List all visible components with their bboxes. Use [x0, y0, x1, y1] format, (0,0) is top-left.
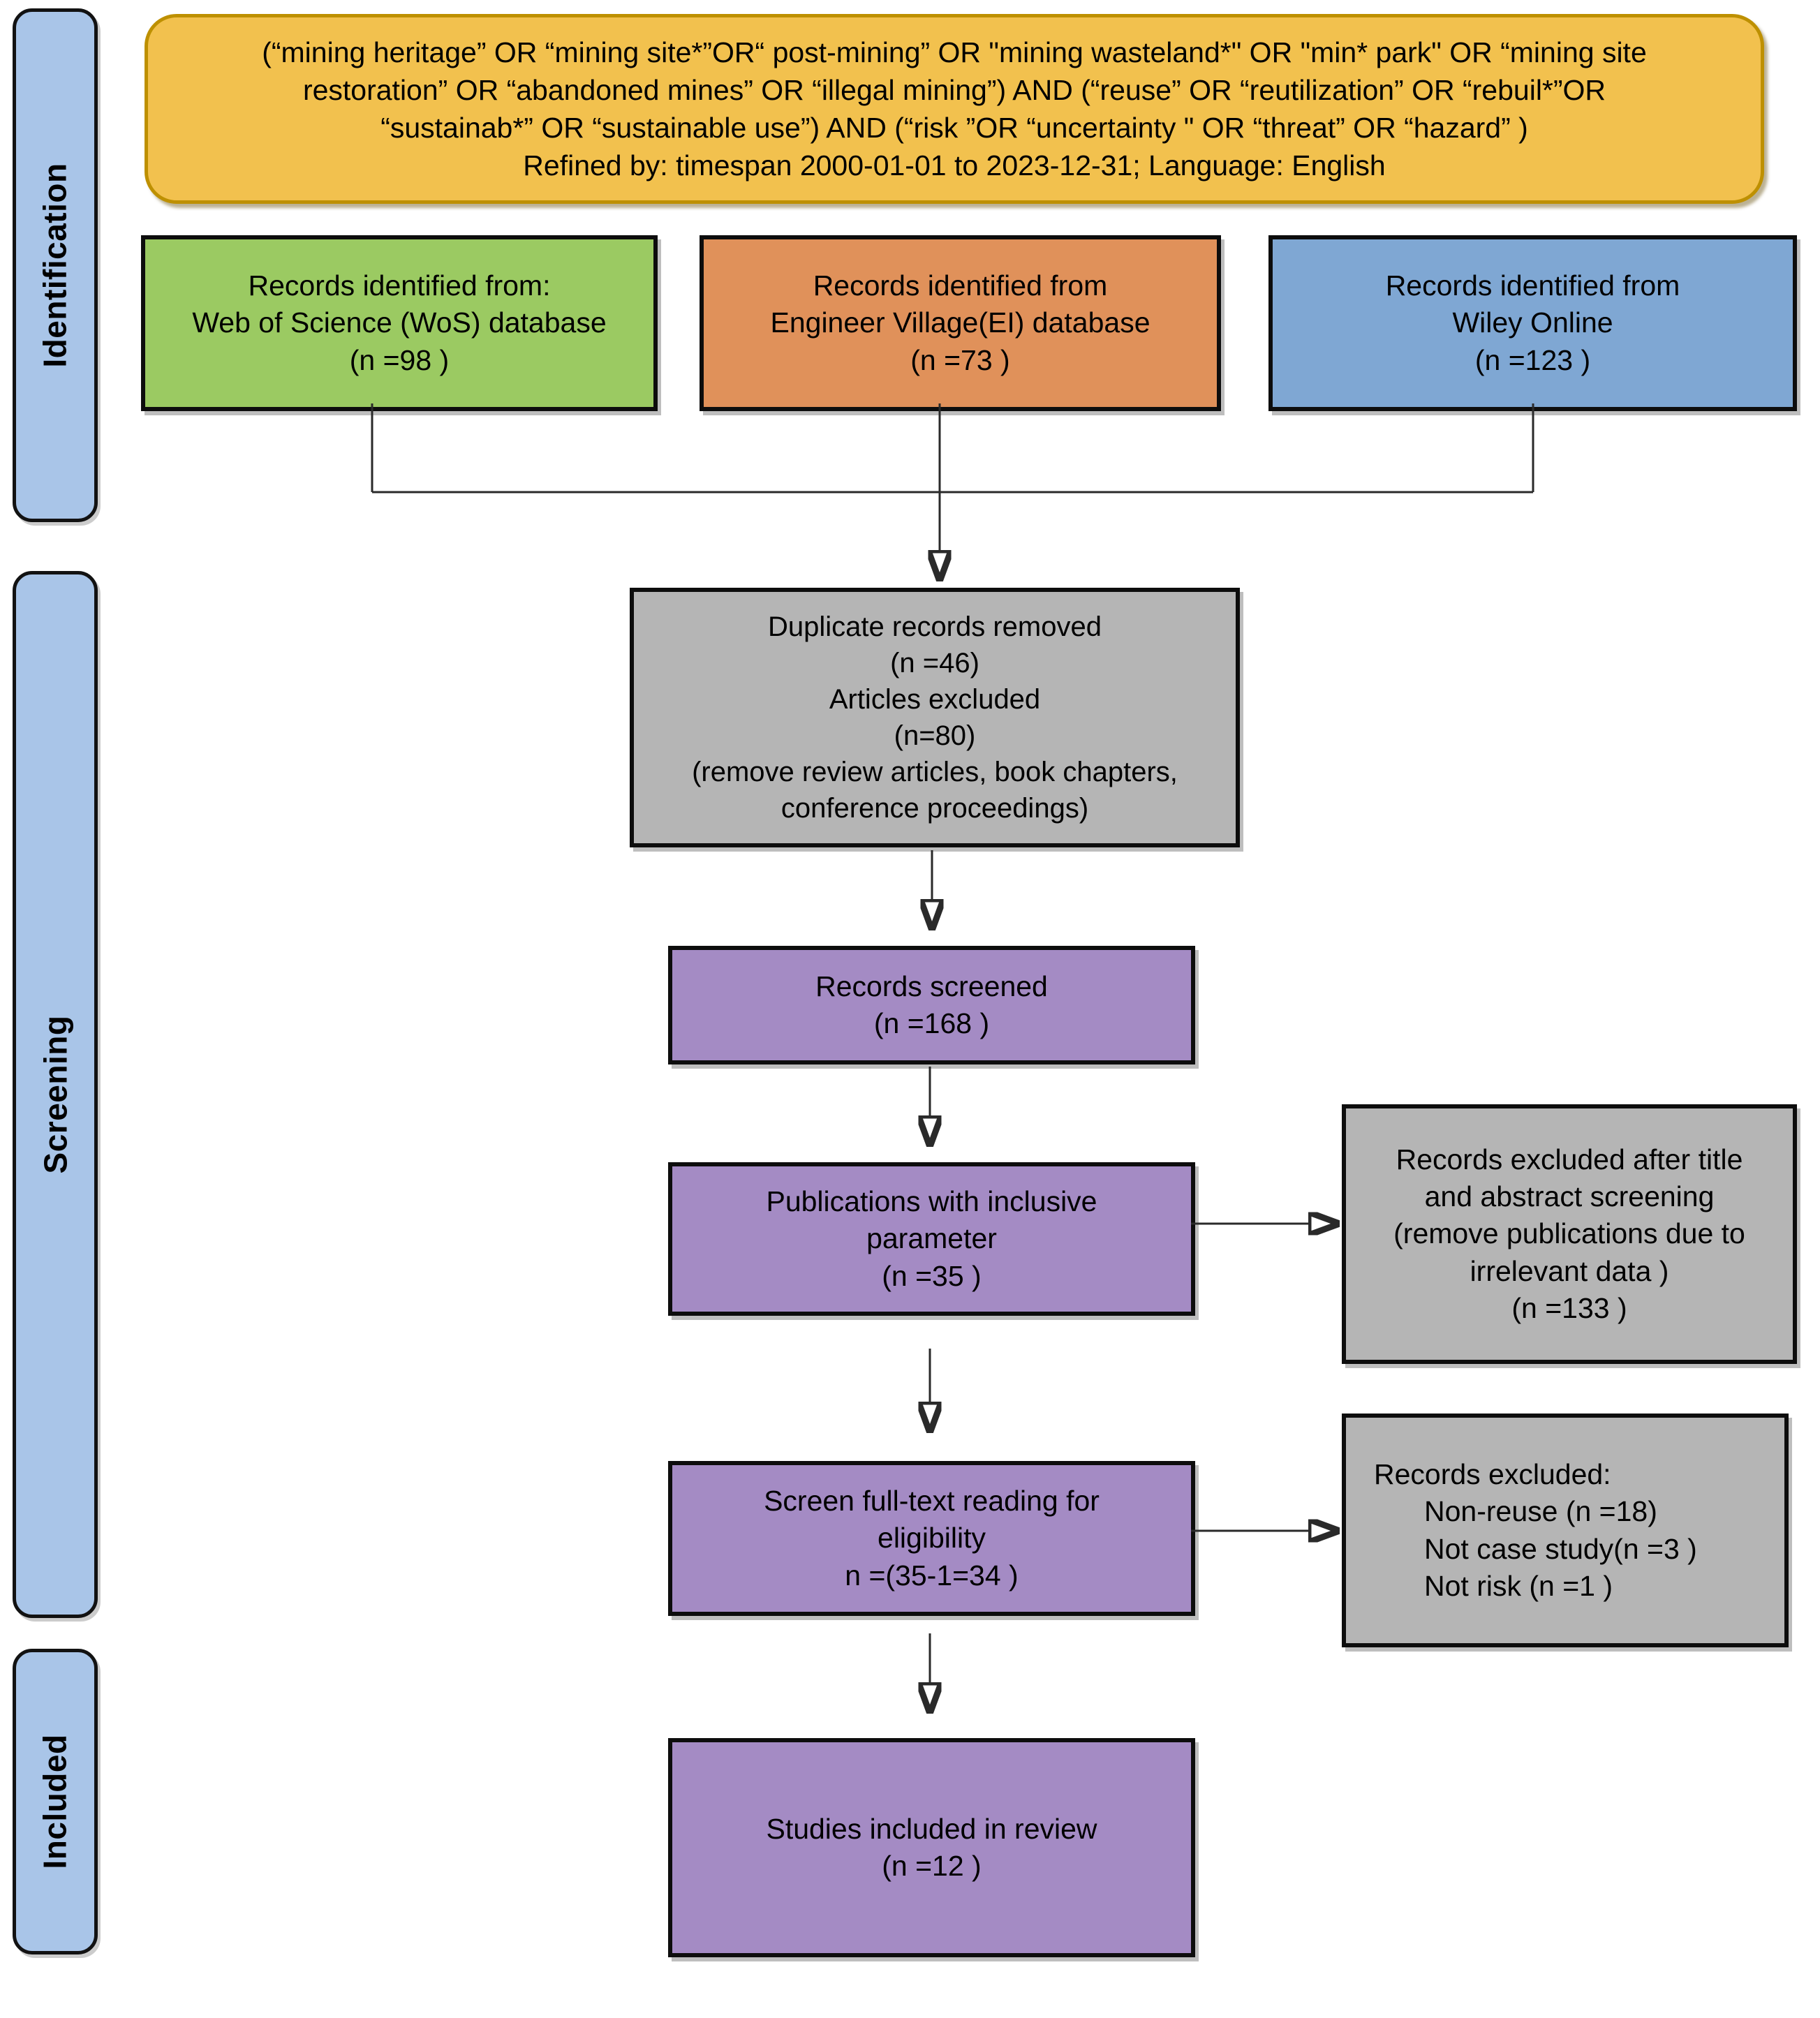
box-line: eligibility — [878, 1522, 986, 1555]
box-line: (n =73 ) — [910, 343, 1010, 376]
stage-label-identification: Identification — [37, 163, 74, 368]
stage-bar-identification: Identification — [13, 8, 98, 522]
box-line: (n=80) — [894, 720, 976, 751]
box-line: Non-reuse (n =18) — [1424, 1495, 1657, 1528]
box-line: (remove publications due to — [1393, 1217, 1745, 1250]
excluded-fulltext-box: Records excluded: Non-reuse (n =18) Not … — [1342, 1414, 1789, 1647]
box-line: (n =35 ) — [882, 1259, 982, 1292]
box-line: Engineer Village(EI) database — [770, 306, 1151, 339]
box-line: Publications with inclusive — [766, 1185, 1097, 1218]
box-line: Records identified from — [813, 269, 1108, 302]
records-screened-box: Records screened (n =168 ) — [668, 946, 1195, 1064]
stage-bar-screening: Screening — [13, 571, 98, 1618]
box-line: Studies included in review — [766, 1812, 1097, 1845]
box-line: Not risk (n =1 ) — [1424, 1569, 1613, 1602]
duplicates-removed-box: Duplicate records removed (n =46) Articl… — [630, 588, 1240, 847]
box-line: Records excluded after title — [1396, 1143, 1743, 1175]
box-line: (n =12 ) — [882, 1850, 982, 1882]
box-line: Records identified from: — [248, 269, 551, 302]
box-line: Wiley Online — [1452, 306, 1613, 339]
studies-included-box: Studies included in review (n =12 ) — [668, 1738, 1195, 1957]
box-line: (n =123 ) — [1474, 343, 1591, 376]
stage-label-included: Included — [37, 1734, 73, 1869]
box-line: (n =98 ) — [349, 343, 450, 376]
box-line: Records excluded: — [1374, 1457, 1611, 1490]
box-line: (n =168 ) — [873, 1007, 990, 1039]
box-line: Web of Science (WoS) database — [192, 306, 607, 339]
box-line: n =(35-1=34 ) — [845, 1559, 1019, 1592]
stage-bar-included: Included — [13, 1649, 98, 1954]
box-line: (n =133 ) — [1511, 1291, 1627, 1324]
box-line: Screen full-text reading for — [764, 1485, 1100, 1518]
query-line: (“mining heritage” OR “mining site*”OR“ … — [262, 36, 1647, 68]
records-wos-box: Records identified from: Web of Science … — [141, 235, 658, 411]
box-line: and abstract screening — [1424, 1180, 1715, 1213]
records-wiley-box: Records identified from Wiley Online (n … — [1268, 235, 1797, 411]
box-line: Records screened — [815, 970, 1048, 1002]
box-line: (n =46) — [890, 648, 979, 678]
box-line: Duplicate records removed — [768, 611, 1102, 642]
box-line: conference proceedings) — [780, 793, 1089, 824]
fulltext-eligibility-box: Screen full-text reading for eligibility… — [668, 1461, 1195, 1616]
excluded-title-abstract-box: Records excluded after title and abstrac… — [1342, 1104, 1797, 1364]
search-query-box: (“mining heritage” OR “mining site*”OR“ … — [145, 14, 1764, 204]
box-line: parameter — [866, 1222, 997, 1255]
inclusive-parameter-box: Publications with inclusive parameter (n… — [668, 1162, 1195, 1316]
box-line: Records identified from — [1385, 269, 1680, 302]
records-ei-box: Records identified from Engineer Village… — [700, 235, 1221, 411]
stage-label-screening: Screening — [37, 1015, 74, 1174]
box-line: Not case study(n =3 ) — [1424, 1532, 1697, 1565]
box-line: Articles excluded — [829, 684, 1041, 715]
query-line: “sustainab*” OR “sustainable use”) AND (… — [380, 112, 1528, 144]
query-line: Refined by: timespan 2000-01-01 to 2023-… — [523, 149, 1386, 182]
query-line: restoration” OR “abandoned mines” OR “il… — [302, 73, 1606, 106]
box-line: (remove review articles, book chapters, — [692, 757, 1178, 787]
box-line: irrelevant data ) — [1470, 1254, 1669, 1287]
